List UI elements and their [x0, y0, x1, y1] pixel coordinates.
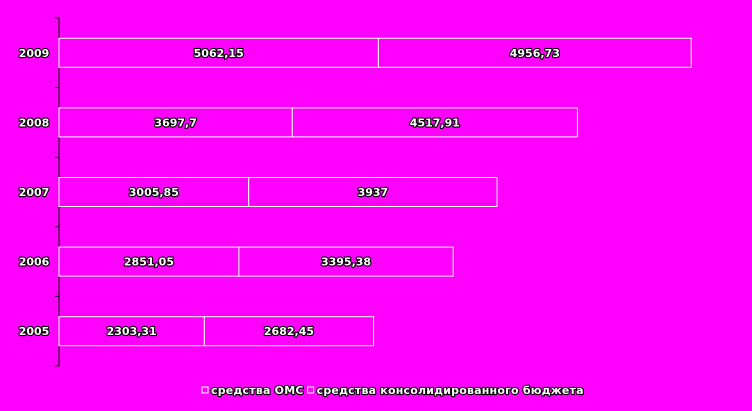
category-label-2005: 2005: [19, 325, 50, 338]
category-label-2008: 2008: [19, 116, 50, 129]
data-label-2008-series-1: 3697,7: [154, 116, 196, 129]
bar-segment-2007-series-1: [58, 177, 250, 207]
data-label-2006-series-2: 3395,38: [321, 256, 371, 269]
data-label-2005-series-1: 2303,31: [107, 325, 157, 338]
bar-segment-2009-series-2: [377, 37, 692, 68]
legend-swatch-series-1: [201, 386, 209, 394]
legend-swatch-series-2: [307, 386, 315, 394]
data-label-2009-series-2: 4956,73: [510, 47, 560, 60]
bar-segment-2007-series-2: [248, 177, 498, 207]
data-label-2009-series-1: 5062,15: [194, 47, 244, 60]
data-label-2007-series-1: 3005,85: [129, 186, 179, 199]
bar-segment-2005-series-2: [203, 316, 375, 347]
bar-segment-2008-series-1: [58, 107, 293, 138]
category-label-2007: 2007: [19, 186, 50, 199]
data-label-2007-series-2: 3937: [358, 186, 389, 199]
legend-label-series-1: средства ОМС: [211, 384, 304, 397]
data-label-2008-series-2: 4517,91: [410, 116, 460, 129]
category-label-2009: 2009: [19, 47, 50, 60]
bar-segment-2009-series-1: [58, 37, 379, 68]
category-label-2006: 2006: [19, 256, 50, 269]
bar-segment-2005-series-1: [58, 316, 205, 347]
legend-label-series-2: средства консолидированного бюджета: [317, 384, 584, 397]
data-label-2006-series-1: 2851,05: [124, 256, 174, 269]
bar-segment-2006-series-2: [238, 246, 454, 277]
bar-segment-2008-series-2: [291, 107, 578, 138]
data-label-2005-series-2: 2682,45: [264, 325, 314, 338]
